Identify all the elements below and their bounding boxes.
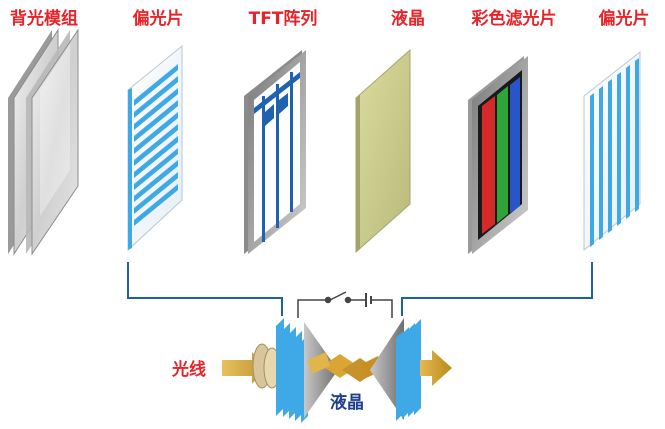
connector-bracket-right (401, 262, 593, 316)
twisted-crystal (308, 352, 384, 382)
label-backlight: 背光模组 (10, 9, 78, 29)
label-liquid-crystal: 液晶 (391, 9, 425, 29)
polarizer-right-panel (583, 50, 641, 252)
stacked-polarizer-right (396, 319, 421, 421)
lc-cone-right (370, 318, 404, 420)
label-polarizer-right: 偏光片 (598, 9, 650, 29)
circuit (297, 291, 393, 318)
connector-bracket-left (127, 262, 283, 316)
light-beam (222, 343, 281, 389)
label-tft-array: TFT阵列 (248, 9, 318, 29)
label-polarizer-left: 偏光片 (132, 9, 184, 29)
liquid-crystal-panel (355, 48, 411, 254)
tft-array-panel (244, 50, 306, 254)
annotation-liquid-crystal: 液晶 (330, 393, 364, 413)
stacked-polarizer-left (276, 318, 308, 423)
polarizer-left-panel (127, 44, 183, 252)
backlight-module-panel (8, 28, 79, 256)
output-light-arrow (420, 350, 452, 386)
color-filter-panel (468, 56, 528, 254)
annotation-light: 光线 (172, 360, 206, 380)
label-color-filter: 彩色滤光片 (471, 9, 557, 29)
